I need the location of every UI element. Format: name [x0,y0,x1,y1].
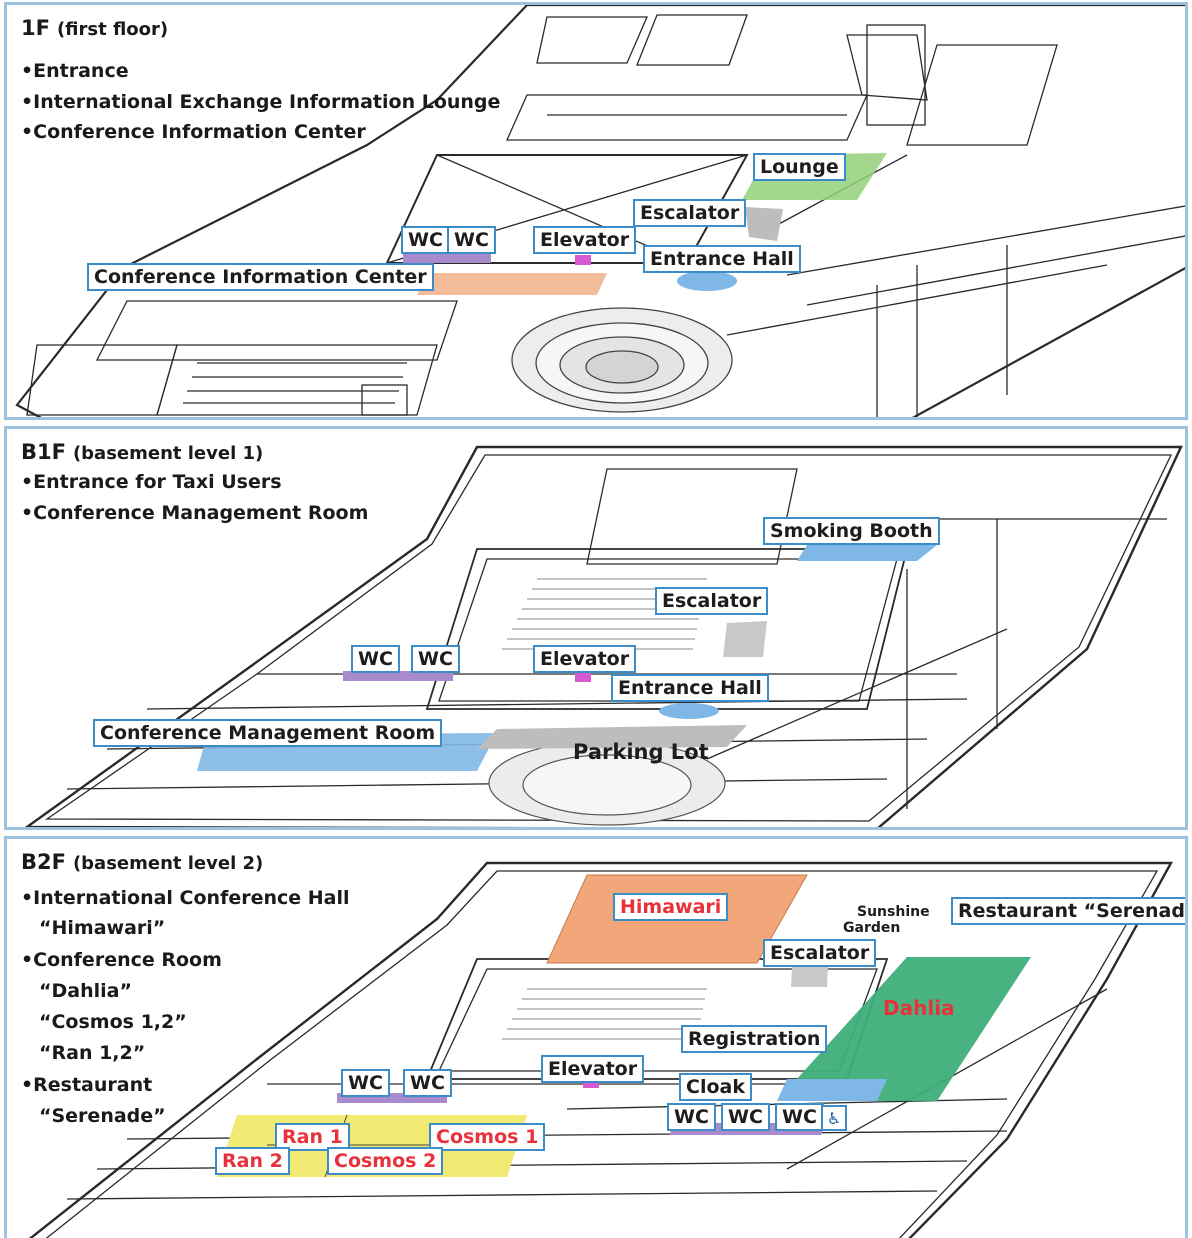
label-wc: WC [341,1069,390,1097]
floor-1f-heading: 1F (first floor) [21,13,168,45]
label-sunshine-garden: Garden [843,920,901,936]
label-cloak: Cloak [679,1073,752,1101]
label-ran-2: Ran 2 [215,1147,290,1175]
floor-code: B2F [21,850,66,874]
floor-b2f-bullet-7: •Restaurant [21,1074,153,1096]
label-conference-management-room: Conference Management Room [93,719,443,747]
floor-code: B1F [21,440,66,464]
floor-b2f-panel: B2F (basement level 2) •International Co… [4,836,1188,1238]
floor-b1f-heading: B1F (basement level 1) [21,437,263,469]
label-himawari: Himawari [613,893,729,921]
label-elevator: Elevator [533,226,637,254]
label-ran-1: Ran 1 [275,1123,350,1151]
floor-b2f-bullet-8: “Serenade” [39,1105,166,1127]
floor-b2f-bullet-4: “Dahlia” [39,980,132,1002]
floor-code: 1F [21,16,50,40]
label-wc: WC [721,1103,770,1131]
label-wc: WC [667,1103,716,1131]
floor-subtitle: (basement level 2) [72,853,264,874]
label-conference-information-center: Conference Information Center [87,263,434,291]
floor-b1f-bullet-2: •Conference Management Room [21,502,369,524]
wheelchair-icon: ♿ [821,1105,847,1131]
floor-b2f-bullet-5: “Cosmos 1,2” [39,1011,187,1033]
label-lounge: Lounge [753,153,846,181]
floor-b2f-bullet-6: “Ran 1,2” [39,1042,146,1064]
label-escalator: Escalator [763,939,877,967]
label-wc: WC [401,226,450,254]
floor-b1f-bullet-1: •Entrance for Taxi Users [21,471,282,493]
label-elevator: Elevator [541,1055,645,1083]
floor-1f-bullet-3: •Conference Information Center [21,121,366,143]
label-entrance-hall: Entrance Hall [611,674,769,702]
floor-1f-plan [15,5,1185,417]
label-parking-lot: Parking Lot [573,740,709,764]
label-sunshine-garden: Sunshine [857,904,930,920]
floor-1f-bullet-1: •Entrance [21,60,129,82]
label-elevator: Elevator [533,645,637,673]
floor-1f-bullet-2: •International Exchange Information Loun… [21,91,501,113]
floor-subtitle: (basement level 1) [72,443,264,464]
floor-b2f-heading: B2F (basement level 2) [21,847,263,879]
floor-subtitle: (first floor) [56,19,169,40]
label-wc: WC [351,645,400,673]
label-restaurant-serenade: Restaurant “Serenade” [951,897,1185,925]
floor-b2f-bullet-3: •Conference Room [21,949,222,971]
label-wc: WC [403,1069,452,1097]
label-smoking-booth: Smoking Booth [763,517,940,545]
label-cosmos-1: Cosmos 1 [429,1123,546,1151]
floor-b2f-bullet-2: “Himawari” [39,917,166,939]
label-wc: WC [775,1103,824,1131]
label-escalator: Escalator [655,587,769,615]
floor-1f-panel: 1F (first floor) •Entrance •Internationa… [4,2,1188,420]
floor-b2f-bullet-1: •International Conference Hall [21,887,350,909]
label-escalator: Escalator [633,199,747,227]
label-registration: Registration [681,1025,828,1053]
label-dahlia: Dahlia [883,996,955,1020]
label-cosmos-2: Cosmos 2 [327,1147,444,1175]
label-wc: WC [447,226,496,254]
floor-b1f-panel: B1F (basement level 1) •Entrance for Tax… [4,426,1188,830]
label-wc: WC [411,645,460,673]
label-entrance-hall: Entrance Hall [643,245,801,273]
